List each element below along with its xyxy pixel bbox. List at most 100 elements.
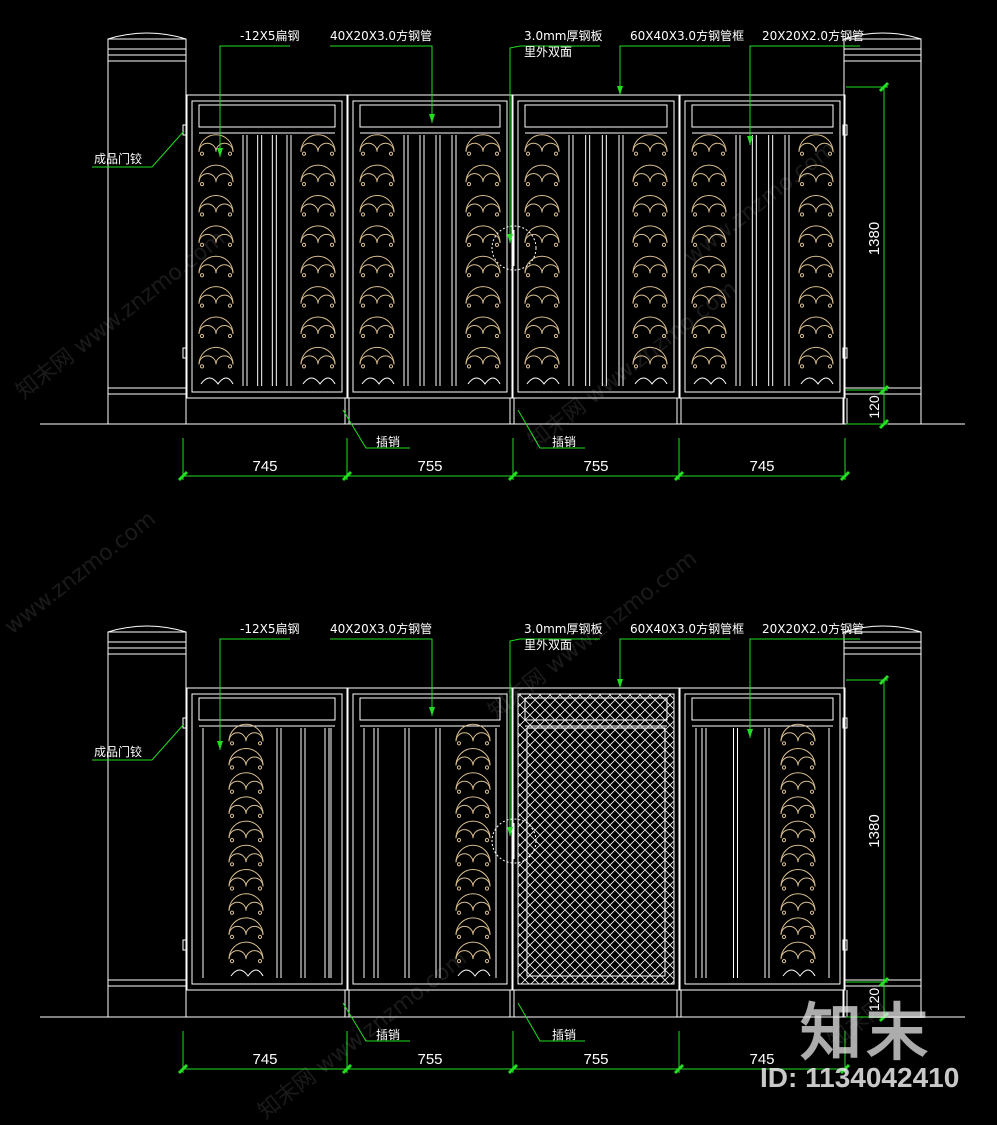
ornament-strip [465,134,501,385]
scroll-curl [456,934,462,940]
scroll-arc [228,748,264,766]
scroll-curl [301,151,307,156]
scroll-curl [720,242,726,247]
scroll-curl [781,789,787,794]
scroll-arc [465,225,501,243]
scroll-arc [632,134,668,152]
gate-leaf-inner [517,100,675,393]
scroll-curl [257,813,263,819]
scroll-arc [780,780,816,790]
scroll-curl [525,273,531,278]
scroll-curl [484,813,490,819]
leader-line [619,638,730,688]
scroll-curl [257,934,263,940]
dimension-tick [177,470,189,482]
scroll-curl [329,333,335,339]
scroll-arc [465,164,501,183]
scroll-curl [692,273,698,278]
scroll-arc [632,294,668,304]
scroll-curl [456,789,462,794]
scroll-curl [229,934,235,940]
scroll-curl [827,333,833,339]
scroll-curl [553,242,559,247]
scroll-curl [227,364,233,369]
scroll-arc [798,316,834,334]
scroll-arc [798,294,834,304]
scroll-curl [661,181,667,187]
scroll-arc [359,233,395,243]
scroll-arc [524,203,560,213]
scroll-curl [199,364,205,369]
callout-latch-right: 插销 [552,435,576,449]
scroll-arc [780,925,816,935]
scroll-arc [691,164,727,183]
callout-square-tube-40x20: 40X20X3.0方钢管 [330,28,432,43]
scroll-arc [455,893,491,911]
dimension-tick [878,1011,890,1023]
dimension-tick [878,81,890,93]
scroll-curl [466,333,472,339]
gate-leaf [186,687,350,1017]
scroll-arc [228,844,264,863]
leader-arrow [747,729,753,738]
scroll-arc [780,748,816,766]
scroll-curl [494,333,500,339]
scroll-curl [456,741,462,746]
scroll-arc [198,286,234,304]
gate-leaf-frame [512,687,680,991]
scroll-curl [661,212,667,217]
scroll-arc [359,286,395,304]
scroll-arc [198,346,234,365]
scroll-curl [720,151,726,156]
scroll-arc [228,732,264,742]
scroll-curl [633,212,639,217]
scroll-arc [228,901,264,911]
scroll-curl [809,765,815,770]
scroll-curl [466,242,472,247]
scroll-arc [359,346,395,365]
scroll-arc [465,316,501,334]
scroll-curl [553,364,559,369]
scroll-curl [525,333,531,339]
scroll-arc [780,772,816,790]
scroll-arc [691,225,727,243]
scroll-arc [455,820,491,839]
scroll-curl [781,838,787,843]
callout-frame-60x40: 60X40X3.0方钢管框 [630,621,744,636]
scroll-curl [494,364,500,369]
scroll-curl [229,789,235,794]
scroll-curl [781,813,787,819]
lock-plate [491,225,537,271]
scroll-curl [456,862,462,867]
gate-leaf-inner [191,100,343,393]
scroll-arc [524,134,560,152]
scroll-base [467,377,501,385]
scroll-arc [780,804,816,814]
ornament-strip [780,723,816,977]
scroll-arc [780,950,816,960]
pillar-cap [107,625,187,633]
scroll-arc [465,255,501,274]
scroll-curl [720,212,726,217]
scroll-arc [198,164,234,183]
scroll-arc [228,796,264,814]
scroll-curl [661,303,667,308]
scroll-arc [300,225,336,243]
scroll-base [230,969,264,977]
scroll-arc [300,294,336,304]
gate-leaf-frame [679,687,846,991]
scroll-curl [388,151,394,156]
scroll-arc [300,142,336,152]
scroll-arc [455,877,491,887]
scroll-curl [809,789,815,794]
scroll-curl [809,838,815,843]
scroll-arc [780,844,816,863]
scroll-arc [359,294,395,304]
scroll-curl [456,765,462,770]
scroll-arc [524,325,560,335]
gate-leaf-frame [679,94,846,399]
dimension-base-label: 120 [866,395,882,419]
callout-hinge: 成品门铰 [94,151,142,166]
dimension-tick [341,1063,353,1075]
scroll-curl [388,212,394,217]
